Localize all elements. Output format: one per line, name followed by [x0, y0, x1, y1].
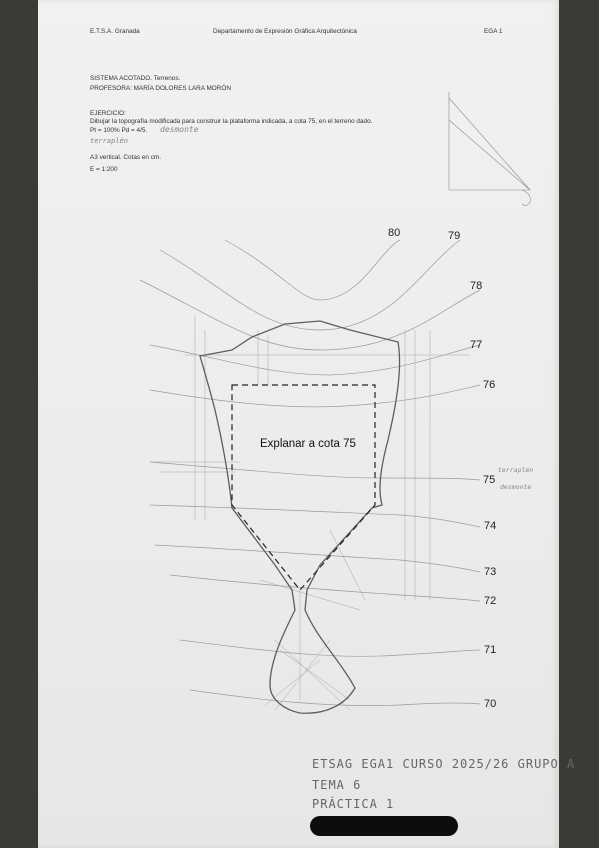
- student-block-line-2: TEMA 6: [312, 778, 362, 792]
- slopes-handnote-desmonte: desmonte: [160, 125, 199, 134]
- system-title: SISTEMA ACOTADO. Terrenos.: [90, 75, 181, 82]
- student-block-line-3: PRÁCTICA 1: [312, 797, 395, 811]
- course-code: EGA 1: [484, 28, 503, 35]
- scale-note: E = 1:200: [90, 166, 118, 173]
- contour-label-80: 80: [388, 227, 401, 239]
- exercise-statement: Dibujar la topografía modificada para co…: [90, 118, 373, 125]
- exercise-heading: EJERCICIO:: [90, 110, 126, 117]
- margin-note-desmonte: desmonte: [500, 483, 532, 491]
- redacted-name-bar: [310, 816, 458, 836]
- contour-label-71: 71: [484, 644, 497, 656]
- contour-label-77: 77: [470, 339, 483, 351]
- department-name: Departamento de Expresión Gráfica Arquit…: [213, 28, 357, 35]
- format-note: A3 vertical. Cotas en cm.: [90, 154, 162, 161]
- construction-lines: [150, 315, 470, 711]
- platform-outline: [231, 384, 376, 591]
- slope-triangle: [448, 92, 531, 206]
- contour-label-70: 70: [484, 698, 497, 710]
- contour-label-74: 74: [484, 520, 497, 532]
- contour-label-76: 76: [483, 379, 496, 391]
- platform-label: Explanar a cota 75: [260, 438, 356, 450]
- school-name: E.T.S.A. Granada: [90, 28, 140, 35]
- contour-label-73: 73: [484, 566, 497, 578]
- paper-sheet: [38, 0, 559, 848]
- contour-label-72: 72: [484, 595, 497, 607]
- contour-label-79: 79: [448, 230, 461, 242]
- contour-label-78: 78: [470, 280, 483, 292]
- margin-note-terraplen: terraplén: [498, 466, 534, 474]
- contour-lines: [139, 239, 481, 706]
- contour-label-75: 75: [483, 474, 496, 486]
- student-block-line-1: ETSAG EGA1 CURSO 2025/26 GRUPO A: [312, 757, 576, 771]
- modified-topography-outline: [199, 320, 401, 714]
- slopes-handnote-terraplen: terraplén: [90, 137, 128, 145]
- professor-name: PROFESORA: MARÍA DOLORES LARA MORÓN: [90, 85, 231, 92]
- slopes-line: Pt = 100% Pd = 4/5.: [90, 127, 148, 134]
